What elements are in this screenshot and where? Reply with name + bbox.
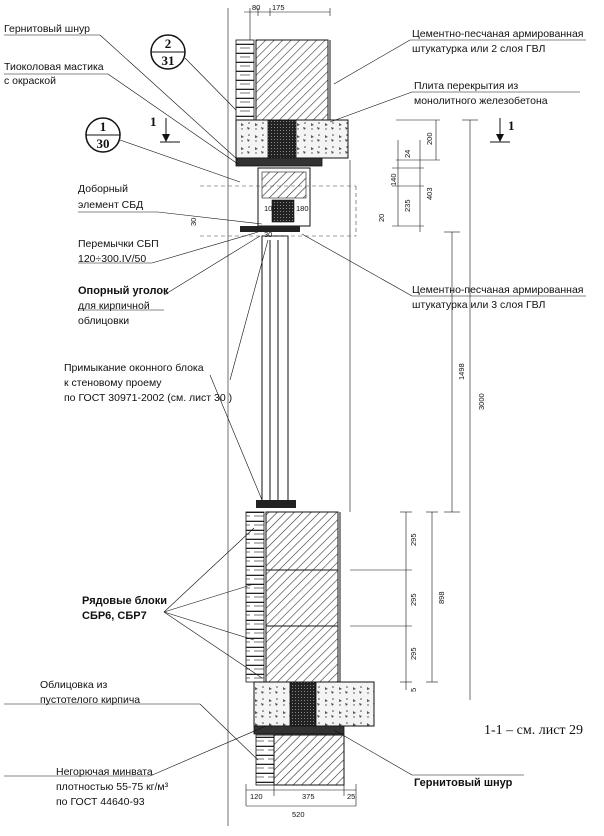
ref-2-31-top: 2 — [165, 36, 172, 51]
label-facing-1: Облицовка из — [40, 679, 107, 691]
dim-100: 100 — [264, 204, 277, 213]
brick-facing-lower — [245, 511, 265, 683]
dim-5: 5 — [409, 688, 418, 692]
label-slab-1: Плита перекрытия из — [414, 80, 518, 92]
label-wool-2: плотностью 55-75 кг/м³ — [56, 781, 169, 793]
dim-898: 898 — [437, 591, 446, 604]
label-additional-2: элемент СБД — [78, 199, 143, 211]
ref-2-31-bottom: 31 — [162, 53, 175, 68]
label-plaster-mid-2: штукатурка или 3 слоя ГВЛ — [412, 299, 546, 311]
ref-1-30-top: 1 — [100, 119, 107, 134]
label-support-2: для кирпичной — [78, 300, 150, 312]
label-lintels-2: 120÷300.IV/50 — [78, 253, 146, 265]
dim-30: 30 — [189, 218, 198, 226]
top-slab-insulation — [267, 119, 297, 159]
label-window-1: Примыкание оконного блока — [64, 362, 204, 374]
upper-wall-block — [255, 39, 329, 121]
label-window-2: к стеновому проему — [64, 377, 162, 389]
dim-200: 200 — [425, 132, 434, 145]
callout-ref-2-31: 2 31 — [150, 34, 186, 70]
top-slab-plate — [235, 157, 323, 167]
ref-1-30-bottom: 30 — [97, 136, 110, 151]
dim-175: 175 — [272, 3, 285, 12]
brick-facing-upper — [235, 39, 255, 121]
lintel-insulation — [271, 199, 295, 223]
label-slab-2: монолитного железобетона — [414, 95, 548, 107]
dim-520: 520 — [292, 810, 305, 819]
label-additional-1: Доборный — [78, 183, 128, 195]
dim-24: 24 — [403, 150, 412, 158]
bottom-wall-block — [273, 734, 345, 786]
label-facing-2: пустотелого кирпича — [40, 694, 140, 706]
window-frame — [261, 235, 289, 507]
left-labels: Гернитовый шнур Тиоколовая мастика с окр… — [4, 23, 232, 808]
dim-180: 180 — [296, 204, 309, 213]
dim-20: 20 — [377, 214, 386, 222]
dimension-lines — [244, 8, 478, 807]
leader-lines — [4, 34, 586, 777]
label-plaster-top-1: Цементно-песчаная армированная — [412, 28, 583, 40]
label-plaster-mid-1: Цементно-песчаная армированная — [412, 284, 583, 296]
dim-1498: 1498 — [457, 363, 466, 380]
label-granite-cord-top: Гернитовый шнур — [4, 23, 90, 35]
lower-wall-block — [265, 511, 339, 683]
label-row-blocks-1: Рядовые блоки — [82, 595, 167, 607]
lintel-hatch — [261, 171, 307, 199]
label-thiokol-1: Тиоколовая мастика — [4, 61, 104, 73]
bottom-slab-insulation — [289, 681, 317, 727]
section-mark-left: 1 — [150, 114, 180, 143]
dim-30b: 30 — [264, 230, 272, 239]
dim-3000: 3000 — [477, 393, 486, 410]
section-mark-right-label: 1 — [508, 118, 515, 133]
bottom-slab-plate — [253, 725, 345, 735]
lintel-base — [240, 226, 300, 232]
dim-120: 120 — [250, 792, 263, 801]
label-wool-1: Негорючая минвата — [56, 766, 153, 778]
callout-ref-1-30: 1 30 — [85, 117, 121, 153]
dim-235: 235 — [403, 199, 412, 212]
label-plaster-top-2: штукатурка или 2 слоя ГВЛ — [412, 43, 546, 55]
label-thiokol-2: с окраской — [4, 75, 56, 87]
window-sill — [256, 500, 296, 508]
label-window-3: по ГОСТ 30971-2002 (см. лист 30 ) — [64, 392, 232, 404]
label-lintels-1: Перемычки СБП — [78, 238, 159, 250]
section-mark-right: 1 — [490, 118, 515, 143]
dim-80: 80 — [252, 3, 260, 12]
dim-25: 25 — [347, 792, 355, 801]
label-granite-cord-bottom: Гернитовый шнур — [414, 777, 513, 789]
dimension-labels: 80 175 200 24 140 403 235 20 30 30 100 1… — [189, 3, 486, 819]
wall-structure — [200, 8, 375, 826]
dim-375: 375 — [302, 792, 315, 801]
right-labels: Цементно-песчаная армированная штукатурк… — [412, 28, 583, 789]
section-reference-note: 1-1 – см. лист 29 — [484, 723, 583, 738]
dim-403: 403 — [425, 187, 434, 200]
dim-295-b: 295 — [409, 593, 418, 606]
label-support-3: облицовки — [78, 315, 129, 327]
dim-140: 140 — [389, 173, 398, 186]
label-support-1: Опорный уголок — [78, 285, 169, 297]
section-mark-left-label: 1 — [150, 114, 157, 129]
label-wool-3: по ГОСТ 44640-93 — [56, 796, 145, 808]
dim-295-a: 295 — [409, 533, 418, 546]
brick-facing-bottom — [255, 734, 275, 786]
label-row-blocks-2: СБР6, СБР7 — [82, 610, 147, 622]
dim-295-c: 295 — [409, 647, 418, 660]
